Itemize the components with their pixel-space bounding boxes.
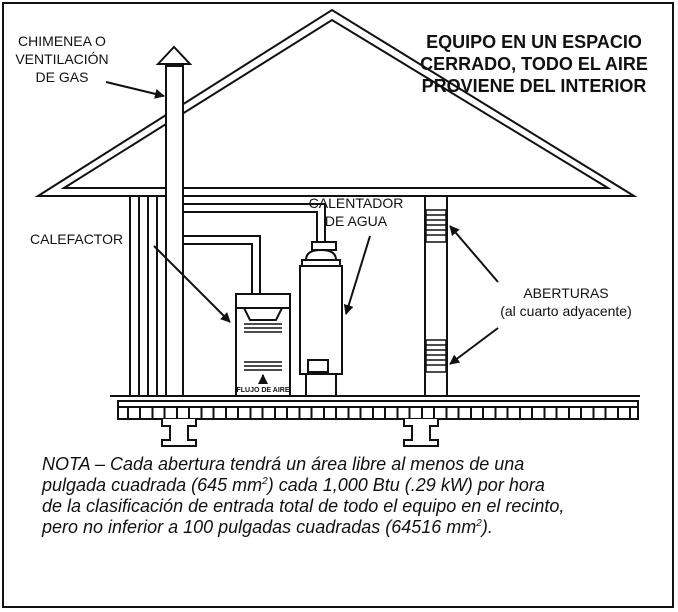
furnace [235, 293, 291, 397]
openings-arrow-lower [449, 327, 499, 365]
floor-joist [249, 406, 264, 420]
diagram-title: EQUIPO EN UN ESPACIO CERRADO, TODO EL AI… [420, 32, 648, 96]
floor-joist [151, 406, 166, 420]
title-line-3: PROVIENE DEL INTERIOR [422, 76, 647, 96]
note-line-4: pero no inferior a 100 pulgadas cuadrada… [42, 517, 642, 538]
note-line-3: de la clasificación de entrada total de … [42, 496, 565, 516]
openings-label-line-1: ABERTURAS [523, 285, 608, 301]
note-text: NOTA – Cada abertura tendrá un área libr… [42, 454, 642, 538]
floor-joist [421, 406, 435, 420]
chimney-arrow [105, 81, 165, 99]
note-line-1: NOTA – Cada abertura tendrá un área libr… [42, 454, 525, 474]
chimney [155, 45, 193, 397]
floor-joist [494, 406, 509, 420]
floor-joist [225, 406, 239, 420]
floor-joist [543, 406, 558, 420]
vent-pipes [183, 203, 326, 294]
floor-joist [568, 406, 582, 420]
floor-joist [176, 406, 190, 420]
floor-joist [470, 406, 484, 420]
note-line-2-a: pulgada cuadrada (645 mm [42, 475, 263, 495]
openings-label-line-2: (al cuarto adyacente) [500, 303, 632, 319]
title-line-1: EQUIPO EN UN ESPACIO [426, 32, 642, 52]
water-heater-label-line-1: CALENTADOR [309, 195, 404, 211]
pointer-arrows [105, 81, 499, 365]
floor-joist [592, 406, 607, 420]
title-line-2: CERRADO, TODO EL AIRE [420, 54, 648, 74]
note-line-2-b: ) cada 1,000 Btu (.29 kW) por hora [267, 475, 545, 495]
chimney-label-line-1: CHIMENEA O [18, 33, 106, 49]
floor-joist [323, 406, 337, 420]
note-line-2-sup: 2 [262, 476, 268, 487]
note-line-4-sup: 2 [476, 518, 482, 529]
label-furnace: CALEFACTOR [30, 231, 123, 247]
foundation-pier-right [403, 419, 439, 447]
label-openings: ABERTURAS (al cuarto adyacente) [500, 285, 632, 319]
label-water-heater: CALENTADOR DE AGUA [309, 195, 404, 229]
floor-joist [396, 406, 411, 420]
label-chimney: CHIMENEA O VENTILACIÓN DE GAS [15, 33, 108, 85]
furnace-arrow [153, 245, 231, 323]
note-line-2: pulgada cuadrada (645 mm2) cada 1,000 Bt… [42, 475, 642, 496]
floor-joist [127, 406, 141, 420]
left-wall [129, 196, 158, 396]
roof [34, 8, 638, 197]
floor-joist [519, 406, 533, 420]
floor-joist [347, 406, 362, 420]
floor-joist [200, 406, 215, 420]
label-airflow: FLUJO DE AIRE [236, 387, 289, 394]
openings-arrow-upper [449, 225, 499, 283]
floor-joist [372, 406, 386, 420]
water-heater-arrow [343, 235, 371, 315]
floor-joist [617, 406, 631, 420]
opening-upper [425, 209, 447, 243]
floor-joist [298, 406, 313, 420]
floor-joist [445, 406, 460, 420]
opening-lower [425, 339, 447, 373]
chimney-label-line-2: VENTILACIÓN [15, 51, 108, 67]
water-heater-label-line-2: DE AGUA [325, 213, 388, 229]
floor-joist [274, 406, 288, 420]
note-line-4-a: pero no inferior a 100 pulgadas cuadrada… [42, 517, 477, 537]
water-heater [299, 241, 343, 396]
foundation-pier-left [161, 419, 197, 447]
note-line-4-b: ). [481, 517, 493, 537]
chimney-label-line-3: DE GAS [36, 69, 89, 85]
floor-joists [127, 406, 631, 420]
